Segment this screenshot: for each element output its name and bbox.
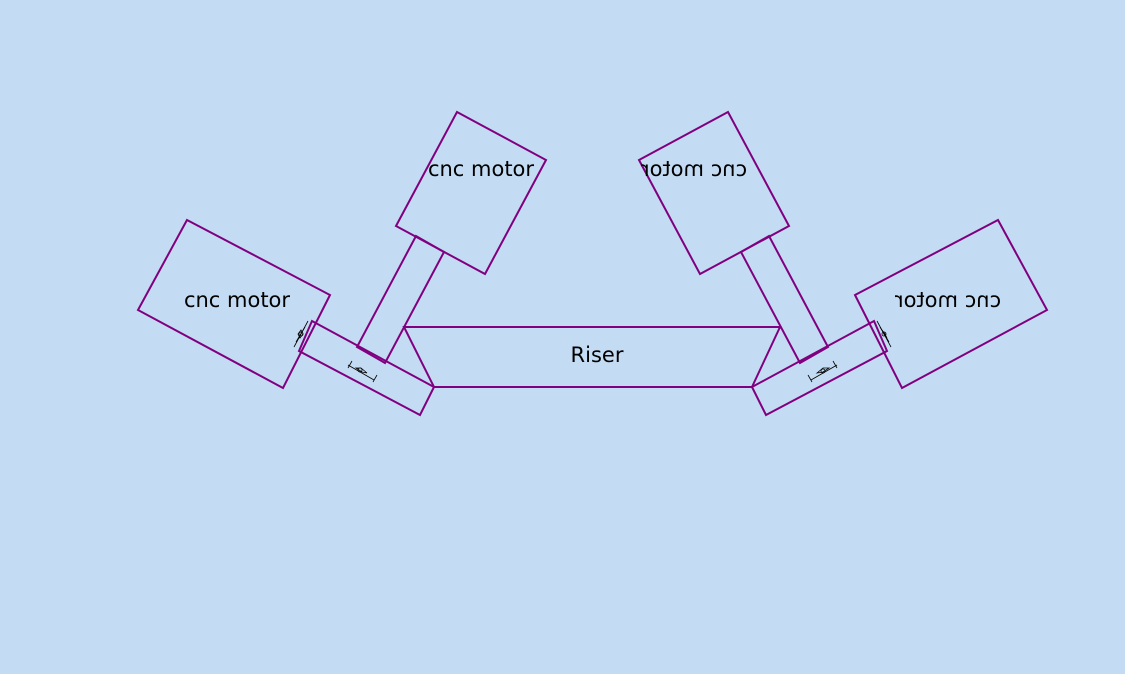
- motor-label-left-low: cnc motor: [184, 288, 290, 312]
- motor-box-left-high: [394, 110, 548, 276]
- joint-mark-left-riser: [347, 360, 378, 383]
- motor-box-right-high: [637, 110, 791, 276]
- mirrored-label-right-high: cnc motor: [641, 157, 747, 181]
- joint-mark-right-motor: [876, 320, 892, 348]
- left-upper-arm: [355, 234, 446, 365]
- motor-box-left-low: [136, 218, 332, 390]
- joint-mark-left-motor: [293, 320, 309, 348]
- joint-mark-right-riser: [807, 360, 838, 383]
- motor-label-left-high: cnc motor: [428, 157, 534, 181]
- motor-box-right-low: [853, 218, 1049, 390]
- motor-label-right-high: cnc motor: [641, 157, 747, 181]
- left-lower-arm: [297, 319, 436, 417]
- riser-label: Riser: [571, 343, 624, 367]
- mirrored-label-right-low: cnc motor: [895, 288, 1001, 312]
- motor-label-right-low: cnc motor: [895, 288, 1001, 312]
- right-lower-arm: [750, 319, 889, 417]
- right-upper-arm: [739, 234, 830, 365]
